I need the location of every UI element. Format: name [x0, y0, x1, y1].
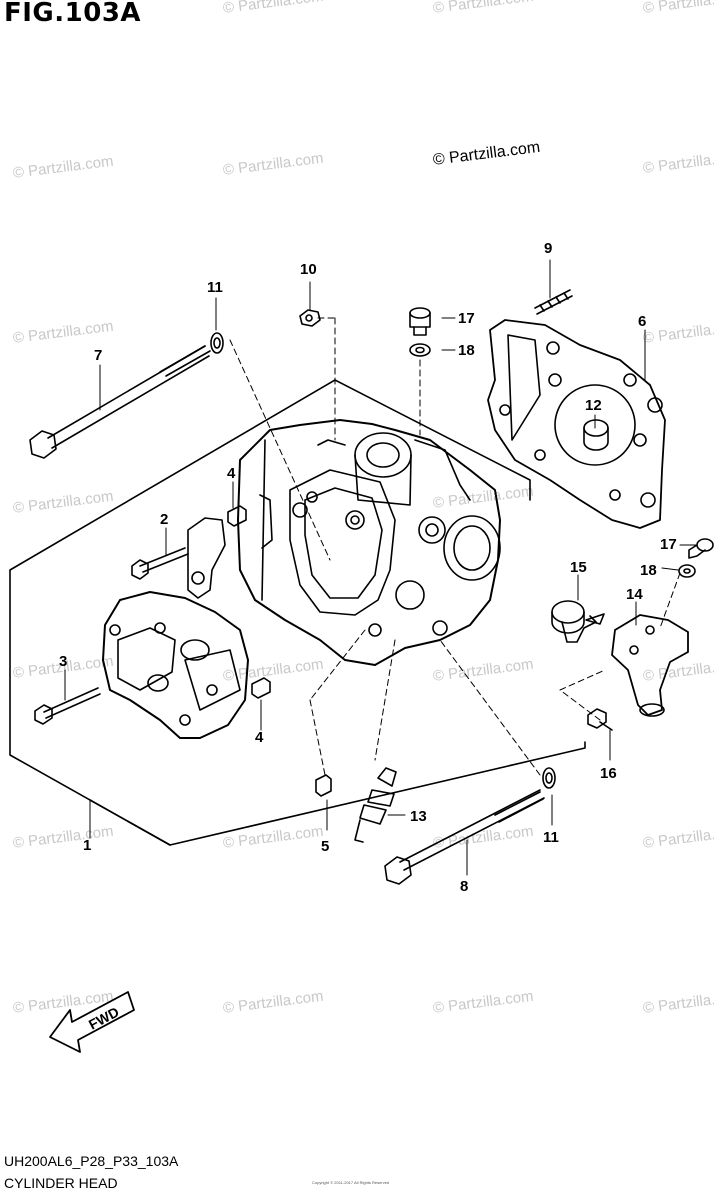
washer-11: [210, 332, 224, 354]
washer-18: [678, 564, 696, 578]
cylinder-head: [237, 419, 501, 666]
callout-11: 11: [543, 829, 559, 846]
thermostat-15: [551, 600, 605, 643]
callout-13: 13: [410, 808, 427, 825]
diagram-code: UH200AL6_P28_P33_103A: [4, 1153, 179, 1169]
callout-14: 14: [626, 586, 643, 603]
callout-6: 6: [638, 313, 646, 330]
cam-bearing-bracket: [187, 517, 226, 599]
callout-labels: 1 2 3 4 4 5 6 7 8 9 10 11 11 12 13 14 15…: [59, 240, 677, 895]
stud-bolt-7: [29, 345, 211, 459]
callout-4: 4: [227, 465, 236, 482]
dowel-pin: [227, 505, 332, 797]
callout-3: 3: [59, 653, 67, 670]
dowel-12: [583, 419, 609, 451]
thermostat-case-14: [611, 614, 689, 717]
cam-holder: [102, 591, 249, 739]
bolt-3: [34, 687, 101, 725]
callout-9: 9: [544, 240, 552, 257]
washer-18: [409, 343, 431, 357]
callout-10: 10: [300, 261, 317, 278]
nut-10: [299, 309, 321, 327]
callout-17: 17: [660, 536, 677, 553]
callout-5: 5: [321, 838, 329, 855]
callout-4: 4: [255, 729, 264, 746]
assembly-lines: [229, 317, 681, 776]
callout-12: 12: [585, 397, 602, 414]
callout-2: 2: [160, 511, 168, 528]
callout-7: 7: [94, 347, 102, 364]
gasket-6: [487, 319, 666, 529]
bolt-17: [409, 307, 431, 336]
callout-8: 8: [460, 878, 468, 895]
figure-title: FIG.103A: [4, 0, 142, 28]
leader-lines: [64, 259, 698, 876]
callout-1: 1: [83, 837, 91, 854]
bolt-17: [688, 538, 714, 559]
bolt-16: [587, 708, 613, 731]
callout-16: 16: [600, 765, 617, 782]
spark-plug-13: [354, 767, 397, 843]
callout-17: 17: [458, 310, 475, 327]
stud-9: [534, 289, 573, 315]
callout-18: 18: [458, 342, 475, 359]
callout-11: 11: [207, 279, 223, 296]
assembly-frame-1: [9, 379, 586, 846]
fwd-arrow: FWD: [49, 991, 135, 1053]
callout-18: 18: [640, 562, 657, 579]
fine-print: Copyright © 2011-2017 All Rights Reserve…: [312, 1180, 390, 1185]
callout-15: 15: [570, 559, 587, 576]
bolt-2: [131, 547, 189, 580]
stud-bolt-8: [384, 789, 545, 885]
washer-11: [542, 767, 556, 789]
diagram-caption: CYLINDER HEAD: [4, 1175, 118, 1191]
